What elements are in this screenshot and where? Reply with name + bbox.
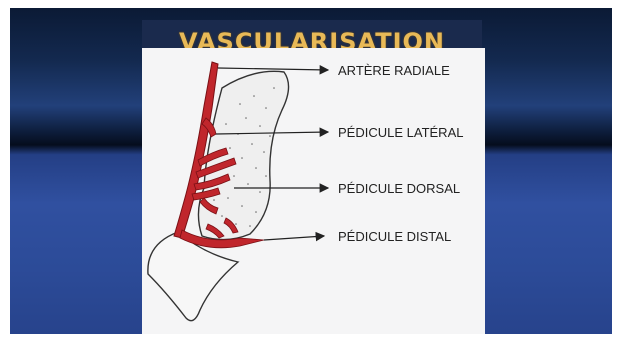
distal-pedicle-arrow [264,236,324,240]
label-distal-pedicle: PÉDICULE DISTAL [338,229,451,244]
radial-artery-arrow [218,68,328,70]
label-radial-artery: ARTÈRE RADIALE [338,63,450,78]
label-dorsal-pedicle: PÉDICULE DORSAL [338,181,460,196]
anatomy-diagram: ARTÈRE RADIALE PÉDICULE LATÉRAL PÉDICULE… [142,48,485,334]
label-lateral-pedicle: PÉDICULE LATÉRAL [338,125,463,140]
anatomy-diagram-svg: ARTÈRE RADIALE PÉDICULE LATÉRAL PÉDICULE… [142,48,485,334]
